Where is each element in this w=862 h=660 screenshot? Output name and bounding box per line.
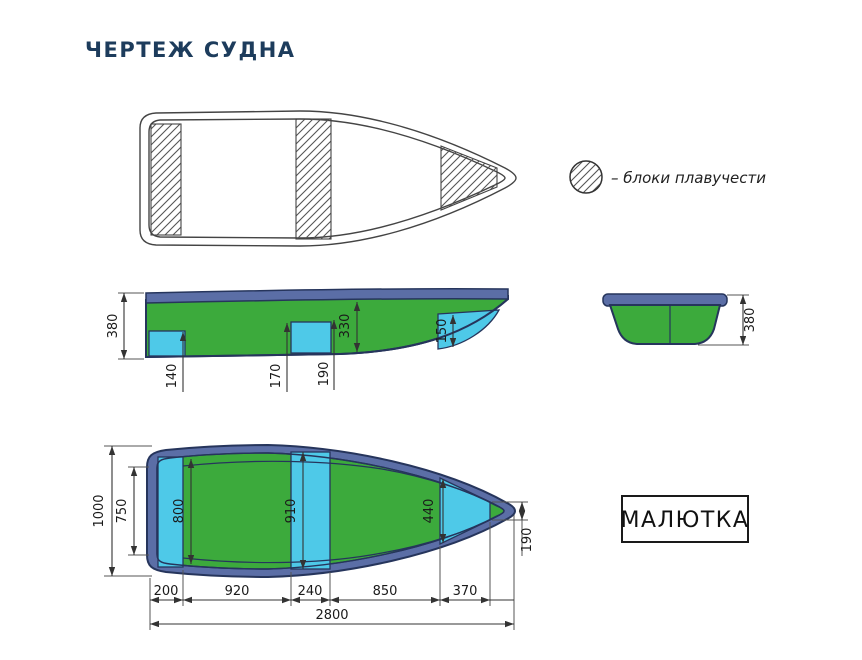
dim-plan-190: 190: [520, 528, 535, 553]
model-plate-frame: [621, 495, 749, 543]
dim-plan-910: 910: [284, 499, 299, 524]
buoyancy-block-bow-hatch: [440, 145, 498, 211]
dim-side-150: 150: [435, 319, 450, 344]
side-block-stern: [148, 330, 186, 357]
dim-side-190: 190: [317, 362, 332, 387]
length-dimension-chain: 200 920 240 850 370 2800: [149, 515, 515, 630]
legend-label: – блоки плавучести: [611, 169, 766, 187]
dim-side-140: 140: [165, 364, 180, 389]
plan-block-mid: [290, 451, 331, 570]
buoyancy-block-mid-hatch: [295, 118, 332, 240]
side-view: 380 140 170 190 330 150: [106, 287, 509, 392]
top-view: [139, 110, 517, 247]
dim-plan-440: 440: [422, 499, 437, 524]
transom-hull: [608, 304, 722, 345]
dim-len-370: 370: [453, 584, 478, 599]
page-title: ЧЕРТЕЖ СУДНА: [85, 38, 296, 62]
model-name-label: МАЛЮТКА: [621, 508, 750, 533]
dim-side-170: 170: [269, 364, 284, 389]
plan-view: 1000 750 800 910 440 190: [92, 443, 535, 579]
model-name-plate: МАЛЮТКА: [621, 495, 750, 543]
dim-side-330: 330: [338, 314, 353, 339]
dim-len-920: 920: [225, 584, 250, 599]
transom-view: 380: [602, 293, 758, 346]
plan-hull-inner-outline: [156, 452, 505, 570]
side-block-mid: [290, 321, 332, 354]
dim-len-240: 240: [298, 584, 323, 599]
dim-transom-depth: 380: [743, 308, 758, 333]
buoyancy-block-stern-hatch: [150, 123, 182, 236]
dim-len-850: 850: [373, 584, 398, 599]
hull-profile-outline: [145, 296, 509, 359]
dim-plan-750: 750: [115, 499, 130, 524]
plan-block-stern: [157, 456, 184, 568]
gunwale-strip-side: [145, 287, 509, 304]
dim-side-overall-depth: 380: [106, 314, 121, 339]
dim-len-200: 200: [154, 584, 179, 599]
dim-plan-800: 800: [172, 499, 187, 524]
dim-len-2800: 2800: [315, 608, 348, 623]
buoyancy-legend: – блоки плавучести: [569, 160, 766, 194]
dim-plan-beam-1000: 1000: [92, 494, 107, 527]
hatch-sample-icon: [569, 160, 603, 194]
